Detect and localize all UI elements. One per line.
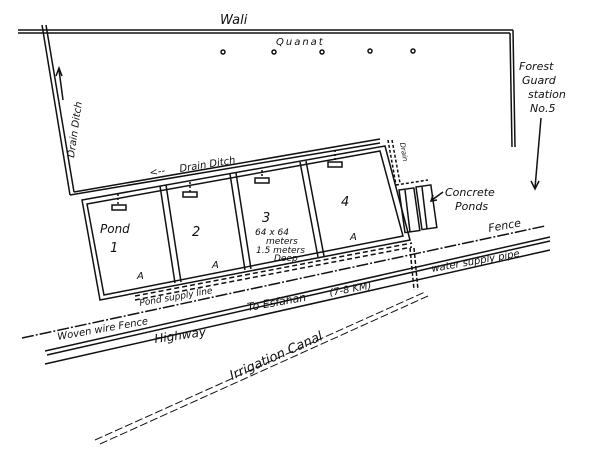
forest-guard-4: No.5 [530, 102, 555, 115]
pond-inlets [111, 150, 343, 211]
to-esfahan-label: To Esfahan [246, 291, 307, 314]
highway [44, 236, 551, 365]
concrete-ponds-label-2: Ponds [455, 200, 488, 213]
forest-guard-1: Forest [519, 60, 554, 73]
pond-4-number: 4 [341, 195, 349, 210]
small-drain-label: Drain [398, 142, 409, 162]
concrete-ponds [398, 184, 438, 234]
wall-label: Wali [220, 13, 248, 28]
arrow-down-icon [530, 117, 542, 191]
pond-2-number: 2 [192, 225, 200, 240]
small-drain [387, 139, 429, 186]
qanat-wells [220, 48, 416, 55]
distance-label: (7-8 KM) [329, 281, 373, 299]
water-supply-pipe-label: water supply pipe [431, 249, 521, 275]
irrigation-canal [94, 291, 429, 445]
pond-block [81, 145, 411, 301]
arrow-icon [429, 191, 444, 202]
marker-a-2: A [211, 260, 219, 271]
fence-label: Fence [487, 216, 522, 235]
marker-a-3: A [349, 232, 357, 243]
marker-a-1: A [136, 271, 144, 282]
concrete-ponds-label-1: Concrete [445, 186, 495, 199]
arrow-left-icon: <-- [149, 166, 167, 179]
pond-dividers [159, 160, 325, 284]
drain-ditch-top [69, 138, 381, 196]
pond-dim-depth: 1.5 meters [256, 246, 305, 256]
pond-1-label: Pond [100, 222, 130, 236]
highway-label: Highway [153, 325, 207, 346]
drain-ditch-left [41, 24, 75, 196]
pond-1-number: 1 [110, 241, 118, 256]
pond-supply-line [134, 242, 413, 301]
drain-ditch-left-label: Drain Ditch [66, 101, 85, 158]
pond-dim-unit: meters [266, 237, 298, 247]
wall [18, 29, 516, 148]
water-supply-pipe [409, 247, 419, 291]
qanat-label: Quanat [276, 37, 325, 48]
pond-3-number: 3 [262, 211, 270, 226]
forest-guard-3: station [528, 88, 566, 101]
irrigation-canal-label: Irrigation Canal [228, 329, 326, 384]
pond-dim-deep: Deep [274, 254, 298, 264]
pond-dim-size: 64 x 64 [255, 228, 289, 238]
woven-wire-fence [21, 225, 546, 339]
arrow-up-icon [55, 65, 64, 101]
forest-guard-2: Guard [522, 74, 557, 87]
